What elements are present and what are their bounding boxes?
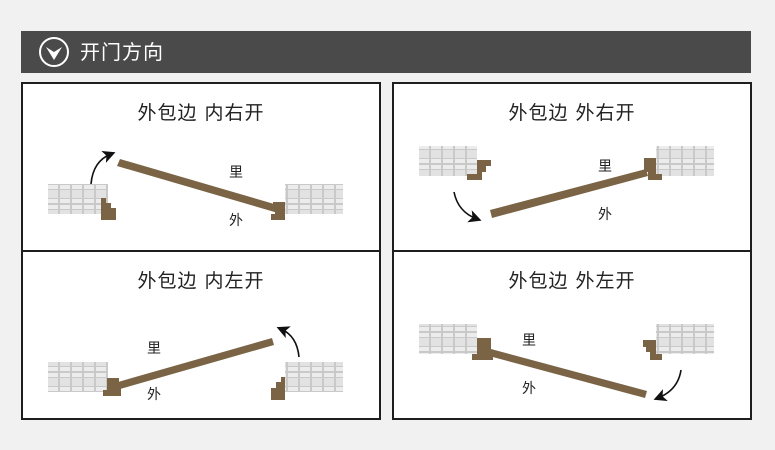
label-outside: 外	[522, 381, 536, 397]
door-frame-left	[472, 338, 493, 360]
panel-inward-right-opening: 外包边 内右开 里 外	[23, 84, 379, 250]
swing-arrow-icon	[90, 150, 116, 185]
diagram-frame-left: 外包边 内右开 里 外 外包边 内左开 里 外	[21, 82, 381, 420]
door-diagram	[48, 326, 343, 400]
wall-left	[48, 184, 108, 214]
label-outside: 外	[598, 207, 612, 223]
section-header: 开门方向	[21, 31, 751, 73]
label-outside: 外	[229, 213, 243, 229]
door-diagram	[48, 150, 343, 220]
panel-title: 外包边 内左开	[137, 270, 265, 292]
door-frame-left	[467, 160, 491, 180]
door-frame-right	[271, 377, 285, 400]
door-frame-right	[643, 340, 662, 360]
label-inside: 里	[598, 159, 612, 175]
label-inside: 里	[147, 341, 161, 357]
wall-right	[285, 184, 343, 214]
swing-arrow-icon	[653, 369, 682, 401]
label-outside: 外	[147, 387, 161, 403]
swing-arrow-icon	[453, 191, 482, 223]
panel-inward-left-opening: 外包边 内左开 里 外	[23, 252, 379, 418]
wall-left	[48, 362, 108, 392]
label-inside: 里	[522, 333, 536, 349]
panel-title: 外包边 外右开	[508, 102, 636, 124]
panel-title: 外包边 外左开	[508, 270, 636, 292]
label-inside: 里	[229, 165, 243, 181]
wall-right	[656, 146, 714, 176]
panel-outward-right-opening: 外包边 外右开 里 外	[394, 84, 750, 250]
door-frame-right	[644, 158, 662, 180]
wall-left	[419, 146, 477, 176]
wall-left	[419, 324, 477, 354]
door-slab	[490, 169, 648, 218]
swing-arrow-icon	[276, 326, 300, 358]
chevron-down-circle-icon	[39, 37, 69, 67]
panel-divider	[394, 250, 750, 252]
door-slab	[489, 349, 647, 398]
panel-divider	[23, 250, 379, 252]
wall-right	[285, 362, 343, 392]
panel-title: 外包边 内右开	[137, 102, 265, 124]
door-slab	[111, 338, 274, 391]
door-diagram	[419, 324, 714, 401]
diagram-frame-right: 外包边 外右开 里 外 外包边 外左开 里 外	[392, 82, 752, 420]
door-diagram	[419, 146, 714, 223]
panel-outward-left-opening: 外包边 外左开 里 外	[394, 252, 750, 418]
section-title: 开门方向	[80, 40, 164, 64]
door-slab	[117, 159, 281, 213]
door-frame-left	[101, 198, 116, 220]
wall-right	[656, 324, 714, 354]
